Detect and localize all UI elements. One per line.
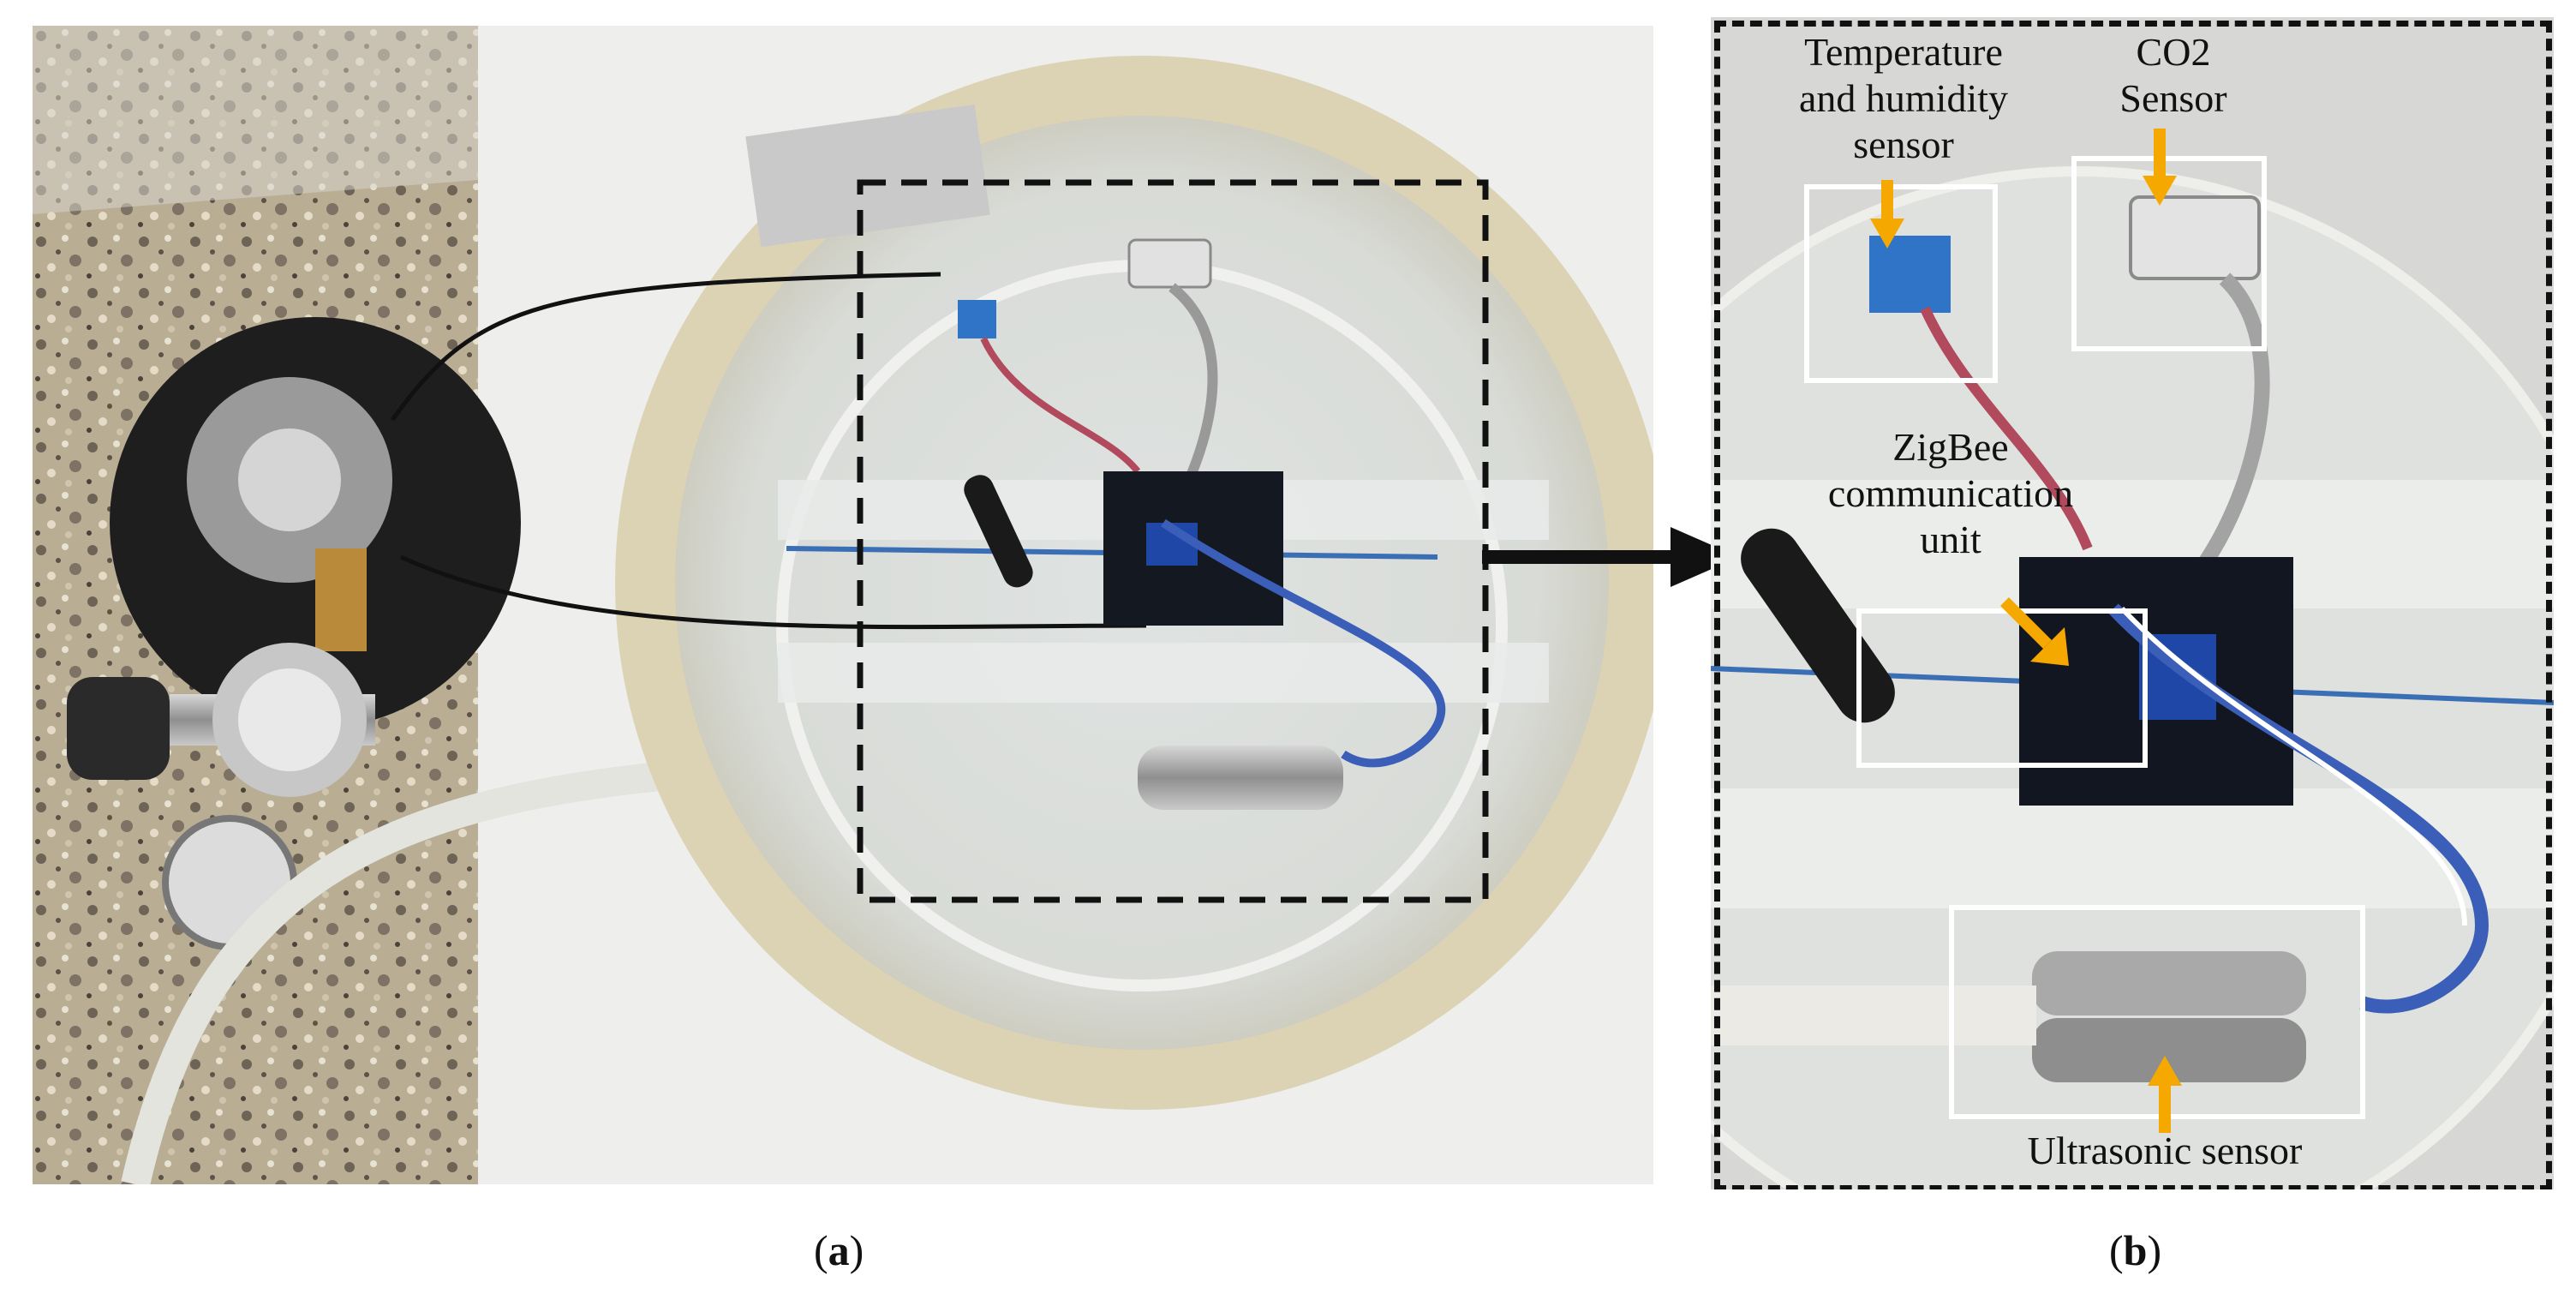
label-co2-line1: CO2 xyxy=(2136,30,2211,74)
label-zigbee: ZigBee communication unit xyxy=(1762,424,2139,563)
zoom-arrow xyxy=(1482,527,1739,587)
label-temp-humidity-line1: Temperature xyxy=(1804,30,2003,74)
caption-a: (a) xyxy=(814,1226,864,1274)
highlight-box-temp-humidity xyxy=(1804,184,1998,383)
arrow-icon-co2 xyxy=(2143,129,2177,206)
label-zigbee-line3: unit xyxy=(1920,518,1981,561)
panel-b-dashed-border xyxy=(1714,21,2552,1189)
label-temp-humidity-line3: sensor xyxy=(1853,123,1954,166)
label-zigbee-line1: ZigBee xyxy=(1892,425,2009,469)
panel-a-photo xyxy=(33,26,1653,1184)
highlight-box-ultrasonic xyxy=(1949,905,2365,1119)
arrow-icon-ultrasonic xyxy=(2148,1056,2182,1133)
arrow-icon-zigbee xyxy=(2000,597,2069,666)
caption-b: (b) xyxy=(2109,1226,2162,1274)
caption-a-letter: a xyxy=(828,1226,850,1274)
label-co2: CO2 Sensor xyxy=(2079,29,2268,122)
label-co2-line2: Sensor xyxy=(2119,76,2227,120)
caption-b-letter: b xyxy=(2123,1226,2148,1274)
label-zigbee-line2: communication xyxy=(1827,471,2074,515)
panel-a-scene xyxy=(33,26,1653,1184)
panel-b-scene xyxy=(1711,17,2554,1189)
panel-b-photo: Temperature and humidity sensor CO2 Sens… xyxy=(1711,17,2554,1189)
highlight-box-co2 xyxy=(2071,156,2267,351)
label-temp-humidity-line2: and humidity xyxy=(1798,76,2009,120)
arrow-icon-temp-humidity xyxy=(1870,180,1904,249)
highlight-box-zigbee xyxy=(1856,608,2148,768)
label-temp-humidity: Temperature and humidity sensor xyxy=(1736,29,2071,168)
label-ultrasonic: Ultrasonic sensor xyxy=(2027,1129,2303,1172)
